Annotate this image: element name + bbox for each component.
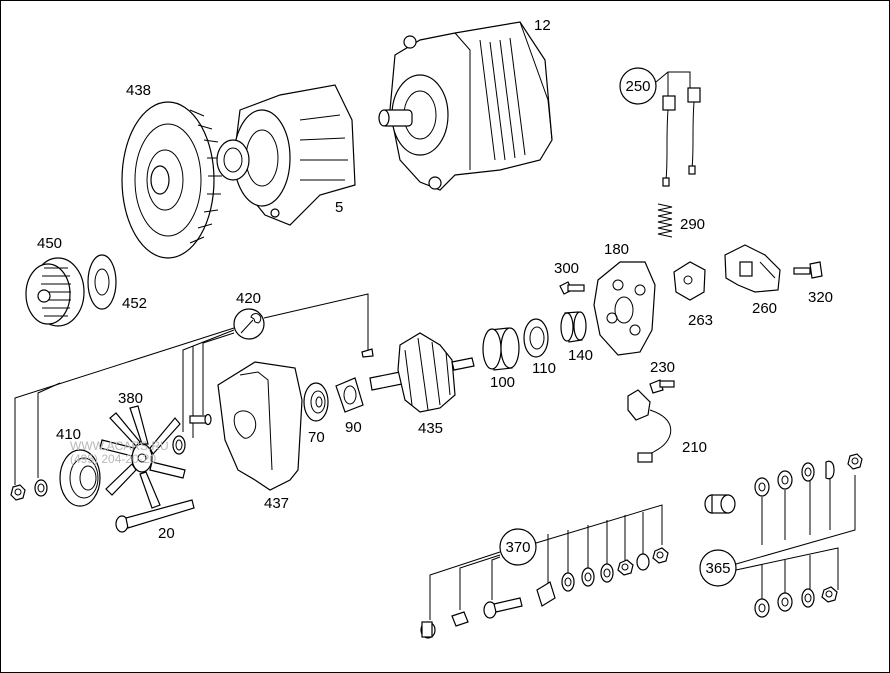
callout-438: 438 [126, 82, 151, 99]
part-spacer-ring [172, 435, 186, 455]
part-370-fastener-set [420, 504, 669, 639]
part-437-cover [217, 361, 303, 491]
callout-260: 260 [752, 300, 777, 317]
part-410-pulley-half [59, 449, 101, 507]
callout-380: 380 [118, 390, 143, 407]
callout-230: 230 [650, 359, 675, 376]
callout-210: 210 [682, 439, 707, 456]
part-263-brush-plate [673, 261, 706, 301]
callout-452: 452 [122, 295, 147, 312]
part-438-fan-disc [121, 101, 222, 259]
watermark-line-2: (495) 204-20-20 [70, 452, 156, 466]
leader-lines-420 [14, 293, 369, 485]
callout-370: 370 [505, 539, 530, 556]
callout-300: 300 [554, 260, 579, 277]
part-435-rotor [369, 332, 475, 413]
part-180-rectifier [593, 261, 656, 356]
callout-100: 100 [490, 374, 515, 391]
callout-365: 365 [705, 560, 730, 577]
part-90-bearing-plate [335, 377, 364, 413]
part-100-slip-ring [482, 327, 520, 371]
callout-180: 180 [604, 241, 629, 258]
part-5-small-alternator [216, 84, 356, 226]
part-380-fan [99, 405, 186, 509]
part-250-brushes [619, 67, 701, 187]
callout-437: 437 [264, 495, 289, 512]
callout-90: 90 [345, 419, 362, 436]
callout-435: 435 [418, 420, 443, 437]
callout-250: 250 [625, 78, 650, 95]
callout-70: 70 [308, 429, 325, 446]
watermark-line-1: WWW.ACARS.RU [70, 439, 169, 453]
part-20-long-bolt [115, 499, 195, 533]
part-320-screw [793, 261, 823, 279]
part-365-fastener-set [699, 453, 863, 618]
callout-110: 110 [532, 360, 556, 377]
part-210-cable [627, 389, 672, 463]
callout-450: 450 [37, 235, 62, 252]
part-290-spring [657, 203, 673, 238]
callout-263: 263 [688, 312, 713, 329]
callout-320: 320 [808, 289, 833, 306]
callout-12: 12 [534, 17, 551, 34]
callout-20: 20 [158, 525, 175, 542]
callout-5: 5 [335, 199, 343, 216]
part-300-screw [559, 281, 585, 295]
part-110-bearing [523, 318, 549, 358]
part-450-pulley [25, 257, 85, 327]
part-452-washer [87, 254, 117, 310]
part-70-bearing [303, 382, 329, 422]
part-12-alternator-housing [378, 21, 553, 191]
wrench-icon [233, 308, 265, 340]
part-small-screw [189, 413, 212, 426]
callout-290: 290 [680, 216, 705, 233]
part-230-screw [649, 379, 675, 394]
callout-420: 420 [236, 290, 261, 307]
callout-140: 140 [568, 347, 593, 364]
part-washer-left [34, 479, 48, 497]
part-260-regulator [724, 244, 781, 293]
part-140-sleeve [560, 311, 587, 343]
part-nut-left [10, 484, 26, 501]
callout-410: 410 [56, 426, 81, 443]
part-420-key [361, 348, 374, 358]
